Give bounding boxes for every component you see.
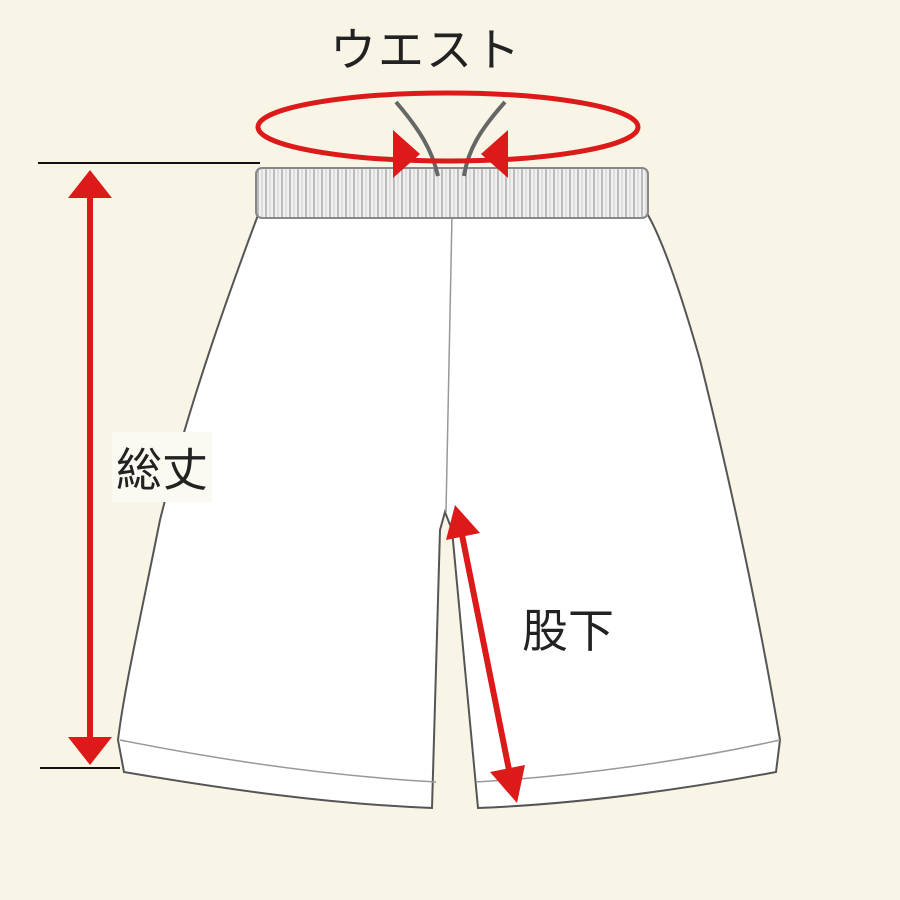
shorts-body (116, 214, 782, 810)
total-length-arrow (68, 170, 112, 765)
center-seam (445, 214, 453, 513)
left-hem-line (119, 739, 437, 783)
drawstring (394, 100, 507, 177)
waistband (255, 167, 649, 219)
waist-arrow (255, 90, 641, 178)
waist-arrowhead-left (393, 130, 420, 178)
waist-label: ウエスト (330, 23, 522, 77)
inseam-label: 股下 (522, 604, 614, 658)
total-length-label: 総丈 (112, 432, 212, 502)
measurement-guides (38, 162, 260, 769)
shorts (116, 100, 782, 810)
inseam-arrow (446, 505, 525, 803)
waist-arrowhead-right (481, 130, 508, 178)
